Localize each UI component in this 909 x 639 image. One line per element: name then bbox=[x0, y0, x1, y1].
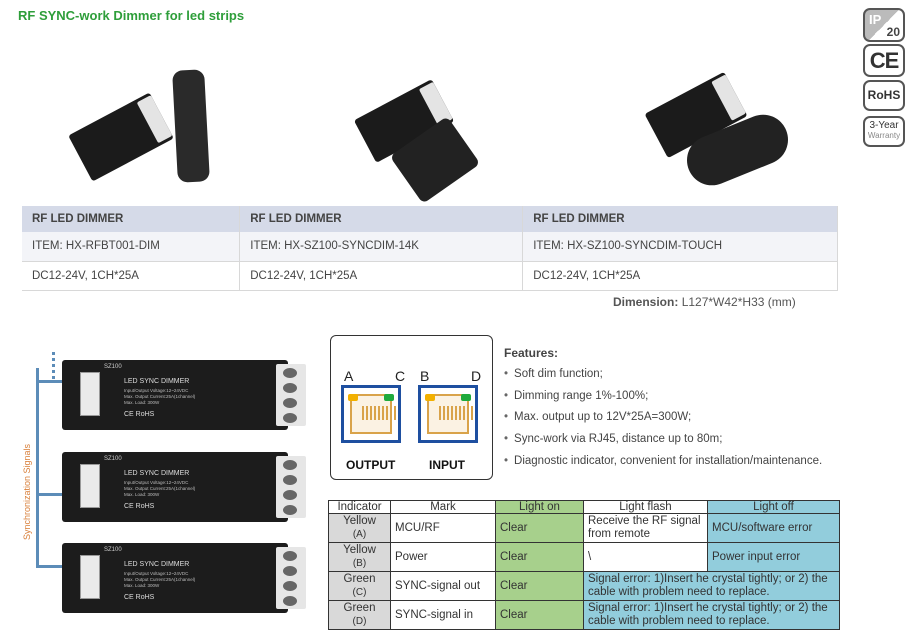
ce-badge: CE bbox=[863, 44, 905, 77]
unit-logos: CE RoHS bbox=[124, 411, 155, 418]
rj45-output-jack bbox=[341, 385, 401, 443]
led-letter-b: B bbox=[420, 368, 430, 384]
feature-item: Soft dim function; bbox=[504, 368, 822, 390]
unit-specs: Input/Output Voltage:12~24VDC Max. Outpu… bbox=[124, 480, 196, 497]
unit-logos: CE RoHS bbox=[124, 594, 155, 601]
product-image-syncdim-14k bbox=[353, 79, 500, 204]
unit-label: SZ100 bbox=[104, 456, 122, 462]
table-row: Green(C) SYNC-signal out Clear Signal er… bbox=[328, 571, 840, 601]
header-mark: Mark bbox=[390, 500, 496, 514]
dimension-note: Dimension: L127*W42*H33 (mm) bbox=[613, 295, 796, 309]
sync-wire bbox=[36, 493, 64, 496]
indicator-table: Indicator Mark Light on Light flash Ligh… bbox=[328, 500, 840, 630]
rj45-ports bbox=[80, 372, 100, 416]
rj45-ports bbox=[80, 555, 100, 599]
rohs-badge: RoHS bbox=[863, 80, 905, 111]
page-title: RF SYNC-work Dimmer for led strips bbox=[18, 8, 245, 23]
product-image-syncdim-touch bbox=[644, 71, 796, 195]
features-list: Soft dim function; Dimming range 1%-100%… bbox=[504, 368, 822, 476]
led-yellow bbox=[348, 394, 358, 401]
sync-wire bbox=[52, 352, 55, 382]
product-item: ITEM: HX-SZ100-SYNCDIM-14K bbox=[239, 232, 524, 262]
product-spec: DC12-24V, 1CH*25A bbox=[522, 261, 838, 291]
product-image-rfbt001 bbox=[68, 66, 225, 196]
terminal-block bbox=[276, 364, 306, 426]
ip-label: IP bbox=[869, 12, 882, 27]
product-name: RF LED DIMMER bbox=[22, 206, 241, 232]
rj45-diagram: A C B D OUTPUT INPUT bbox=[330, 335, 493, 480]
terminal-block bbox=[276, 456, 306, 518]
ip-rating: 20 bbox=[886, 25, 900, 39]
product-name: RF LED DIMMER bbox=[522, 206, 838, 232]
unit-specs: Input/Output Voltage:12~24VDC Max. Outpu… bbox=[124, 571, 196, 588]
unit-model: LED SYNC DIMMER bbox=[124, 561, 190, 568]
header-light-flash: Light flash bbox=[583, 500, 708, 514]
sync-wire bbox=[36, 380, 64, 383]
product-item: ITEM: HX-SZ100-SYNCDIM-TOUCH bbox=[522, 232, 838, 262]
led-letter-c: C bbox=[395, 368, 406, 384]
dimmer-unit-2: SZ100 LED SYNC DIMMER Input/Output Volta… bbox=[62, 452, 306, 522]
led-green bbox=[461, 394, 471, 401]
dimension-label: Dimension: bbox=[613, 295, 679, 309]
feature-item: Sync-work via RJ45, distance up to 80m; bbox=[504, 433, 822, 455]
warranty-years: 3-Year bbox=[869, 120, 899, 131]
terminal-block bbox=[276, 547, 306, 609]
output-label: OUTPUT bbox=[346, 458, 396, 472]
header-light-on: Light on bbox=[495, 500, 584, 514]
spec-table: RF LED DIMMER RF LED DIMMER RF LED DIMME… bbox=[22, 206, 838, 291]
table-row: Yellow(A) MCU/RF Clear Receive the RF si… bbox=[328, 513, 840, 543]
dimmer-device-image bbox=[68, 92, 174, 182]
unit-model: LED SYNC DIMMER bbox=[124, 378, 190, 385]
table-row: Yellow(B) Power Clear \ Power input erro… bbox=[328, 542, 840, 572]
product-name: RF LED DIMMER bbox=[239, 206, 524, 232]
product-item: ITEM: HX-RFBT001-DIM bbox=[22, 232, 241, 262]
remote-image bbox=[172, 69, 210, 183]
product-spec: DC12-24V, 1CH*25A bbox=[239, 261, 524, 291]
led-letter-d: D bbox=[471, 368, 482, 384]
warranty-word: Warranty bbox=[867, 131, 901, 140]
table-header-row: Indicator Mark Light on Light flash Ligh… bbox=[328, 500, 840, 514]
input-label: INPUT bbox=[429, 458, 465, 472]
feature-item: Dimming range 1%-100%; bbox=[504, 390, 822, 412]
feature-item: Max. output up to 12V*25A=300W; bbox=[504, 411, 822, 433]
rj45-input-jack bbox=[418, 385, 478, 443]
dimension-value: L127*W42*H33 (mm) bbox=[681, 295, 796, 309]
led-green bbox=[384, 394, 394, 401]
warranty-badge: 3-Year Warranty bbox=[863, 116, 905, 147]
sync-wire bbox=[36, 565, 64, 568]
unit-logos: CE RoHS bbox=[124, 503, 155, 510]
sync-wire bbox=[36, 368, 39, 568]
unit-label: SZ100 bbox=[104, 364, 122, 370]
dimmer-unit-1: SZ100 LED SYNC DIMMER Input/Output Volta… bbox=[62, 360, 306, 430]
table-row: Green(D) SYNC-signal in Clear Signal err… bbox=[328, 600, 840, 630]
unit-specs: Input/Output Voltage:12~24VDC Max. Outpu… bbox=[124, 388, 196, 405]
product-spec: DC12-24V, 1CH*25A bbox=[22, 261, 241, 291]
ip20-badge: IP 20 bbox=[863, 8, 905, 42]
unit-model: LED SYNC DIMMER bbox=[124, 470, 190, 477]
led-yellow bbox=[425, 394, 435, 401]
sync-signals-label: Synchronization Signals bbox=[22, 443, 32, 540]
features-title: Features: bbox=[504, 346, 559, 360]
unit-label: SZ100 bbox=[104, 547, 122, 553]
rj45-ports bbox=[80, 464, 100, 508]
header-indicator: Indicator bbox=[328, 500, 391, 514]
dimmer-unit-3: SZ100 LED SYNC DIMMER Input/Output Volta… bbox=[62, 543, 306, 613]
led-letter-a: A bbox=[344, 368, 354, 384]
header-light-off: Light off bbox=[707, 500, 840, 514]
feature-item: Diagnostic indicator, convenient for ins… bbox=[504, 455, 822, 477]
